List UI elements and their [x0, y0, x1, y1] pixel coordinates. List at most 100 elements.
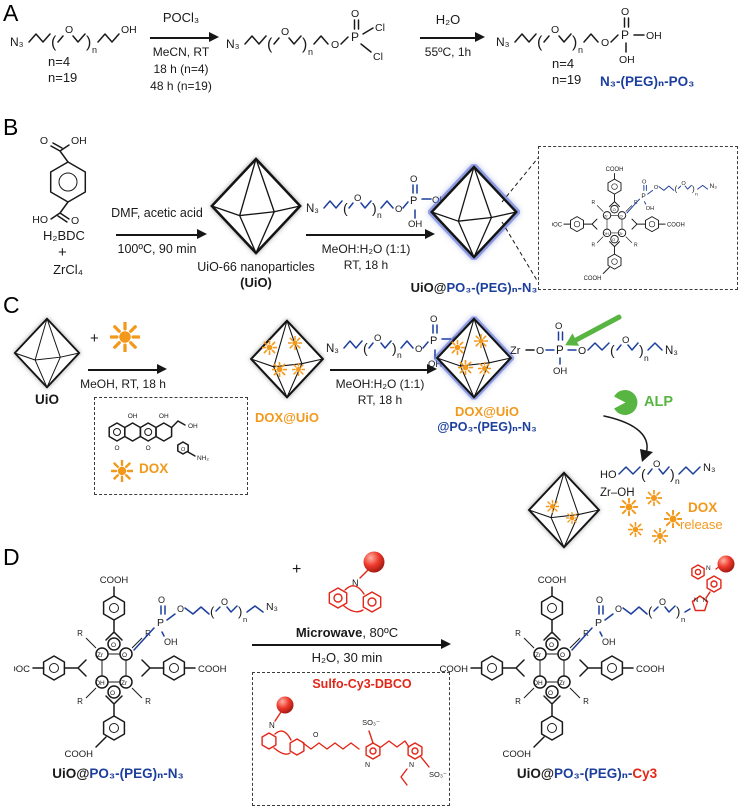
panel-a-label: A — [3, 0, 19, 26]
atom-label: OH — [159, 413, 169, 420]
atom-label: N — [269, 721, 275, 730]
plus-sign: + — [58, 244, 67, 261]
condition: 48 h (n=19) — [150, 79, 212, 93]
azide-peg-alcohol-structure: N₃ ( O ) n OH — [10, 24, 137, 55]
dox-sun-icon — [292, 363, 305, 376]
atom-label: P — [410, 195, 417, 207]
atom-label: OH — [602, 637, 616, 647]
condition: 18 h (n=4) — [153, 62, 209, 76]
uio-caption-short: (UiO) — [240, 275, 272, 290]
atom-label: N — [365, 762, 370, 769]
cooh-label: COOH — [440, 664, 469, 675]
atom-label: n — [377, 210, 382, 220]
right-cluster-name: UiO@PO₃-(PEG)ₙ-Cy3 — [462, 766, 712, 783]
dox-sun-icon — [620, 498, 638, 516]
atom-label: SO₃⁻ — [429, 770, 447, 779]
dox-sun-icon — [450, 340, 465, 355]
atom-label: N — [409, 762, 414, 769]
atom-label: O — [621, 6, 629, 18]
atom-label: HO — [600, 469, 617, 481]
uio66-octahedron — [210, 157, 302, 255]
atom-label: P — [621, 28, 629, 42]
atom-label: O — [114, 445, 119, 452]
dbco-dye-reagent: N — [328, 551, 385, 613]
reaction-arrow-c2 — [330, 364, 437, 374]
atom-label: O — [71, 215, 79, 227]
atom-label: SO₃⁻ — [362, 718, 380, 727]
dox-sun-icon — [628, 522, 643, 537]
atom-label: O — [354, 193, 361, 204]
atom-label: Cl — [373, 51, 383, 63]
alp-label: ALP — [644, 394, 673, 410]
atom-label: n — [644, 353, 649, 363]
atom-label: O — [40, 135, 48, 147]
atom-label: P — [556, 345, 564, 357]
product-name-black: UiO@ — [410, 280, 447, 295]
atom-label: O — [313, 732, 319, 739]
dox-sun-icon — [474, 334, 488, 348]
doxuio-label: DOX@UiO — [255, 410, 319, 425]
zr-oh-label: Zr–OH — [600, 487, 635, 499]
atom-label: N — [703, 598, 707, 604]
paren: ( — [537, 34, 543, 51]
peg-phosphorodichloridate-structure: N₃ ( O ) n O P O Cl Cl — [226, 8, 385, 63]
atom-label: HO — [32, 214, 48, 226]
atom-label: n — [397, 350, 402, 360]
atom-label: O — [374, 333, 381, 344]
reaction-arrow-a2 — [420, 32, 485, 42]
n-value: n=4 — [48, 54, 71, 69]
atom-label: O — [410, 174, 417, 185]
atom-label: P — [595, 617, 602, 629]
atom-label: N₃ — [665, 345, 678, 357]
dox-sun-icon — [646, 490, 662, 506]
n-value: n=19 — [552, 72, 582, 88]
atom-label: Cl — [375, 22, 385, 34]
atom-label: Zr — [510, 345, 521, 357]
dox-peg-octahedron — [434, 316, 514, 400]
paren: ( — [648, 604, 653, 619]
atom-label: O — [615, 604, 622, 614]
dox-sun-icon — [546, 500, 559, 513]
paren: ) — [302, 36, 307, 53]
atom-label: OH — [619, 54, 635, 66]
atom-label: OH — [71, 135, 87, 147]
reagent-pocl3: POCl₃ — [162, 10, 200, 25]
condition-rest: , 80ºC — [362, 625, 399, 640]
atom-label: OH — [188, 423, 198, 430]
paren: ) — [392, 340, 397, 356]
atom-label: O — [596, 595, 603, 605]
atom-label: OH — [408, 219, 422, 230]
paren: ) — [572, 34, 577, 51]
dox-sun-icon — [566, 512, 578, 524]
atom-label: N₃ — [10, 35, 24, 49]
name-red: Cy3 — [632, 766, 658, 781]
atom-label: N — [352, 578, 359, 588]
panel-b-label: B — [3, 114, 19, 140]
condition: H₂O, 30 min — [311, 650, 383, 665]
plus-sign: + — [90, 330, 99, 347]
atom-label: n — [681, 615, 685, 624]
paren: ( — [641, 466, 646, 482]
atom-label: O — [659, 597, 666, 607]
dox-sun-icon — [288, 336, 302, 350]
paren: ( — [51, 34, 57, 51]
uio-label: UiO — [34, 392, 59, 407]
uio-peg-cy3-cluster: COOH COOH COOH COOH P O OH O ( O ) n N N… — [440, 555, 735, 760]
cooh-label: COOH — [538, 575, 567, 586]
atom-label: O — [331, 39, 339, 51]
atom-label: O — [65, 24, 73, 36]
n-values-right: n=4 n=19 — [552, 56, 581, 89]
atom-label: O — [281, 26, 289, 38]
atom-label: O — [181, 447, 186, 453]
paren: ) — [676, 604, 680, 619]
name-blue: PO₃-(PEG)ₙ-N₃ — [89, 766, 184, 781]
zrcl4-label: ZrCl₄ — [53, 262, 83, 277]
condition-microwave: Microwave, 80ºC — [248, 625, 446, 641]
reaction-arrow-b2 — [306, 229, 435, 239]
paren: ) — [639, 342, 644, 358]
name-black: UiO@ — [52, 766, 90, 781]
n-values-left: n=4 n=19 — [48, 54, 77, 87]
atom-label: n — [578, 45, 583, 55]
dox-sun-icon — [272, 362, 287, 377]
zoom-connector-lines — [501, 157, 539, 283]
